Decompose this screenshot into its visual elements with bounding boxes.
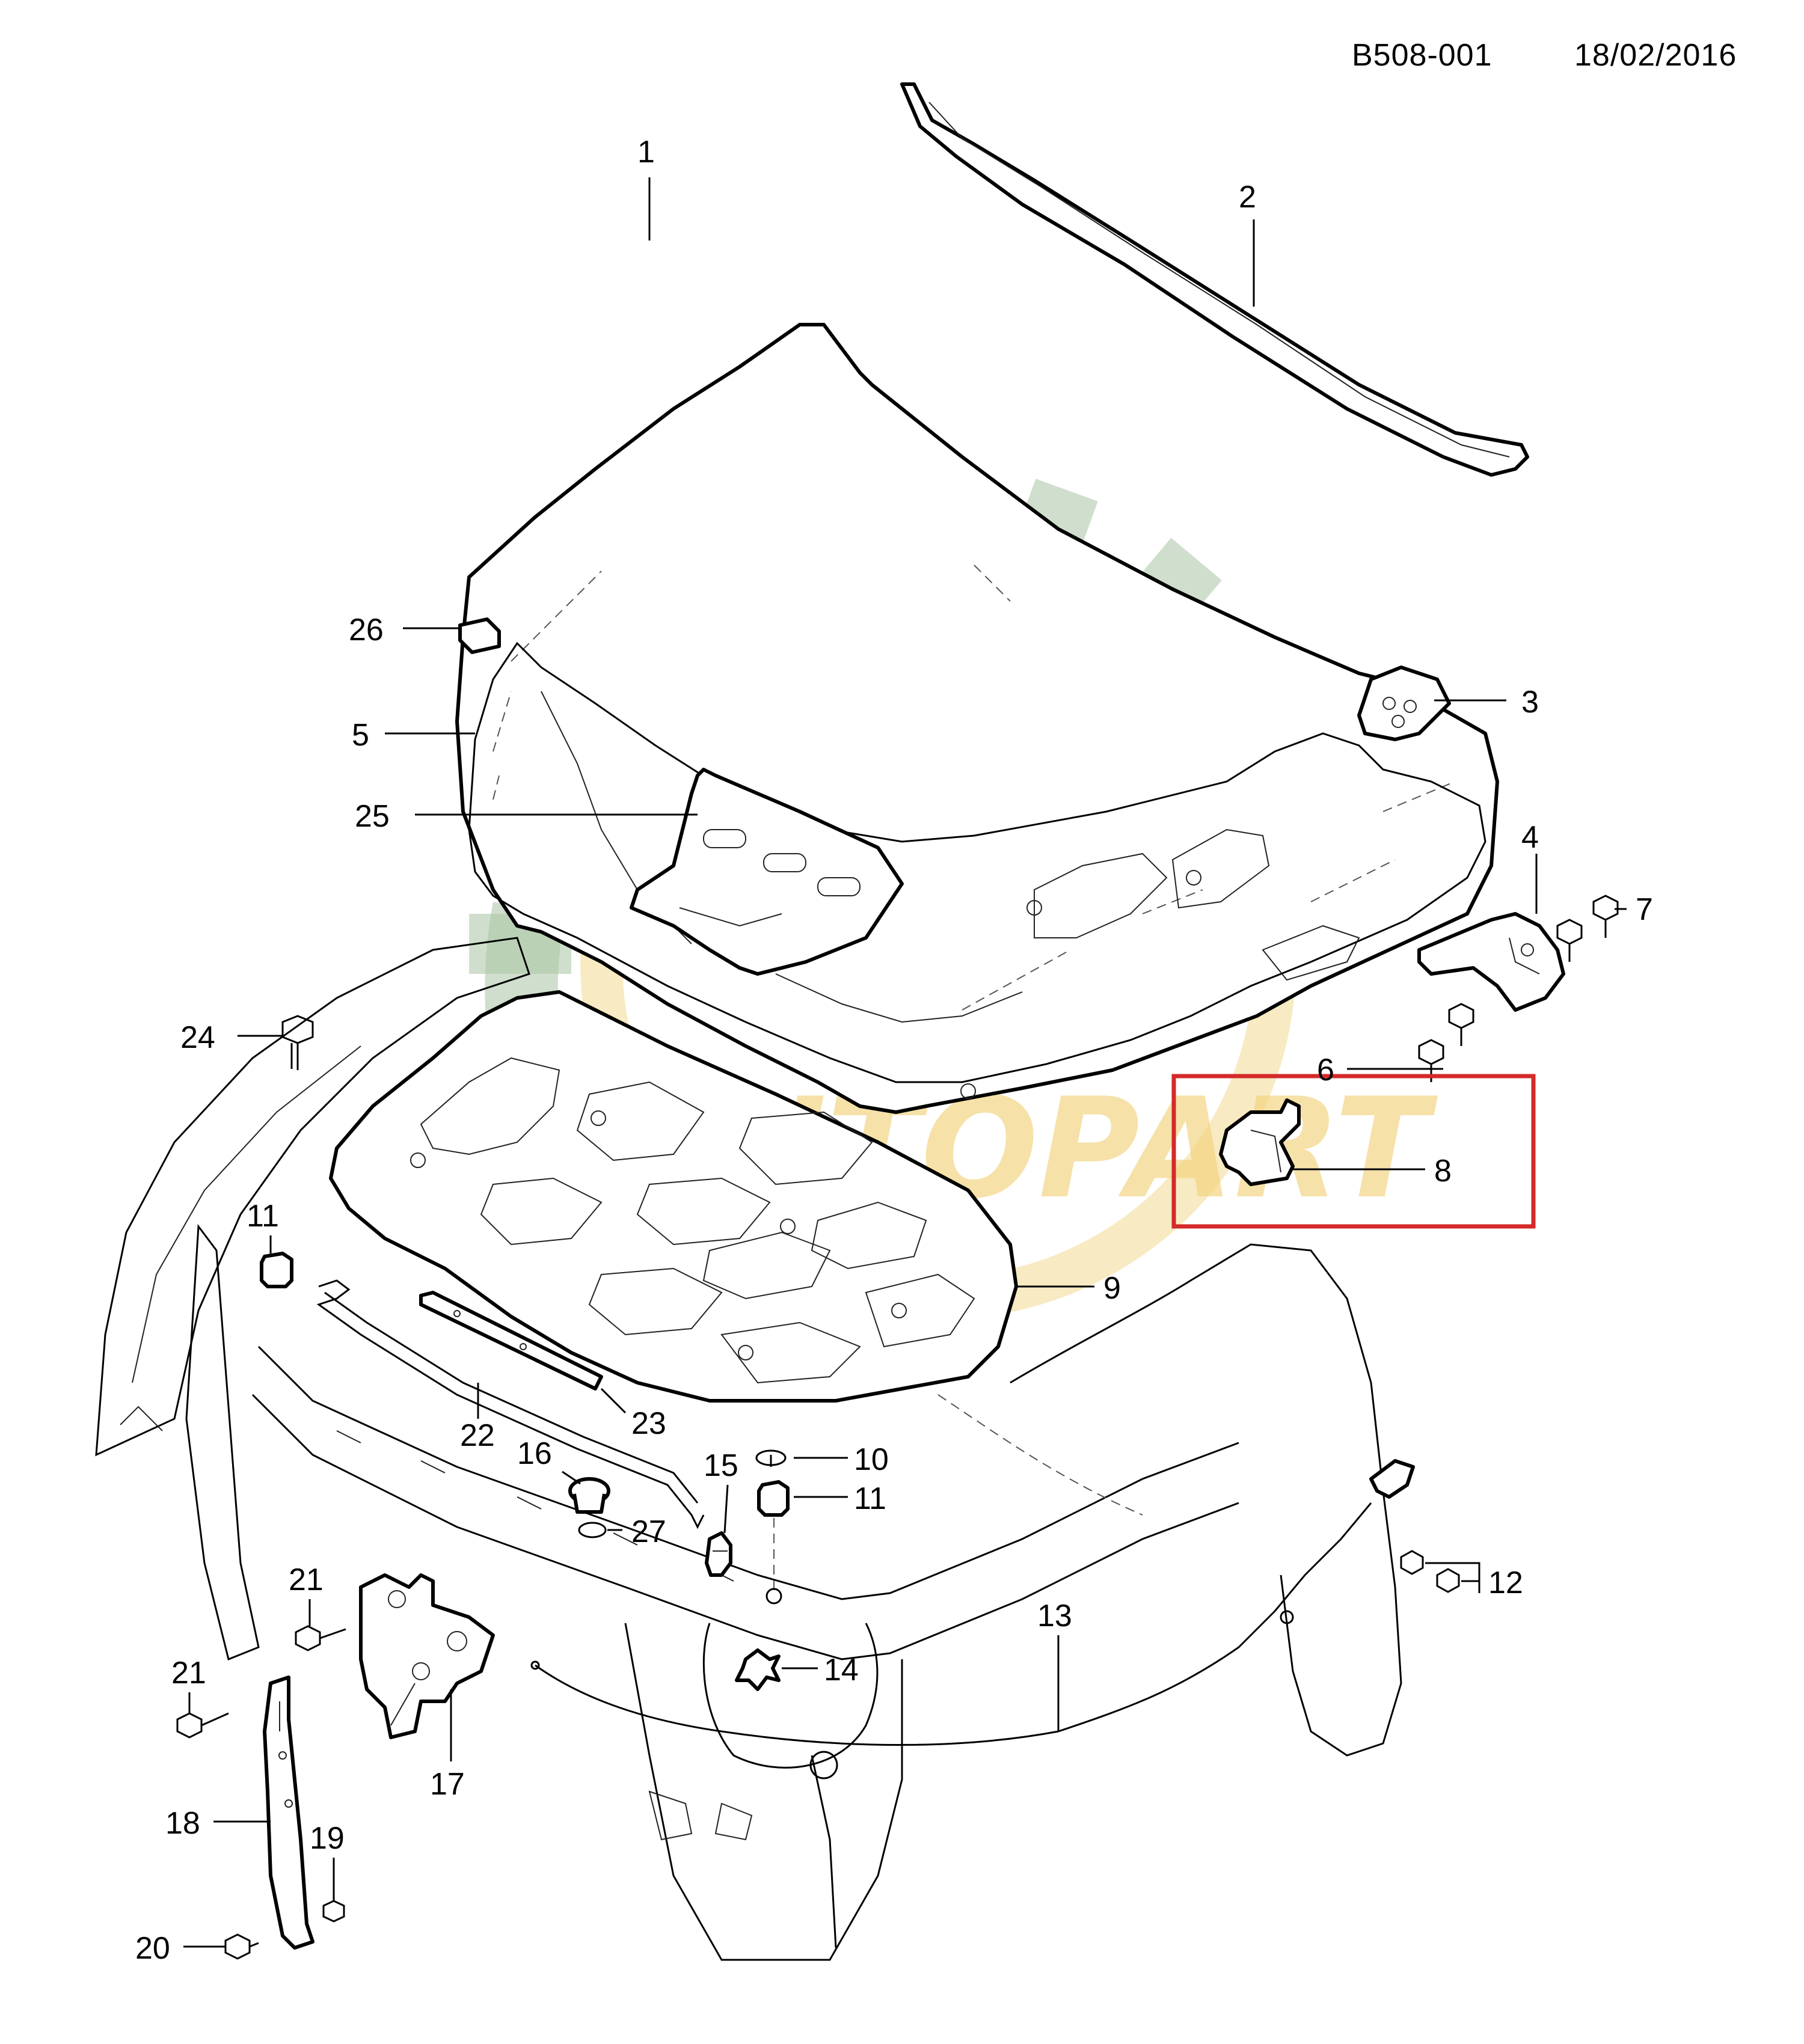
support-nut[interactable] — [322, 1900, 345, 1923]
rod-holder-strip[interactable] — [419, 1291, 603, 1391]
diagram-code: B508-001 — [1352, 38, 1493, 73]
release-handle-bolts[interactable] — [1369, 1459, 1460, 1593]
callout-12: 12 — [1488, 1565, 1523, 1600]
callout-22: 22 — [460, 1418, 495, 1453]
push-pin-clip[interactable] — [735, 1648, 781, 1691]
callout-10: 10 — [854, 1442, 889, 1477]
front-body-structure — [95, 937, 1402, 1961]
hood-hinge[interactable] — [1417, 912, 1565, 1012]
callout-21-lower: 21 — [171, 1656, 206, 1691]
hood-support-rod[interactable] — [316, 1279, 705, 1529]
hood-insulator-pad[interactable] — [329, 990, 1018, 1403]
callout-11-right: 11 — [854, 1481, 886, 1516]
prop-rod-grommet[interactable] — [568, 1477, 610, 1514]
support-rod-clip[interactable] — [705, 1531, 732, 1577]
callout-2: 2 — [1239, 180, 1256, 215]
callout-8: 8 — [1434, 1154, 1452, 1189]
hood-bumper-right[interactable] — [757, 1480, 790, 1605]
callout-15: 15 — [704, 1448, 738, 1483]
callout-3: 3 — [1521, 685, 1539, 720]
hood-reinforcement-bracket[interactable] — [630, 768, 904, 976]
callout-9: 9 — [1103, 1271, 1121, 1306]
latch-bolt-lower[interactable] — [176, 1712, 229, 1739]
hood-bolt[interactable] — [281, 1015, 314, 1070]
hinge-bolt-lower[interactable] — [1418, 1003, 1474, 1082]
callout-16: 16 — [517, 1436, 552, 1471]
latch-bolt-upper[interactable] — [295, 1625, 346, 1651]
hood-weatherstrip[interactable] — [900, 82, 1529, 477]
callout-27: 27 — [631, 1514, 666, 1549]
callout-11-left: 11 — [247, 1199, 279, 1234]
callout-leaders — [183, 177, 1627, 1948]
callout-13: 13 — [1037, 1599, 1072, 1633]
highlight-frame — [1171, 1074, 1536, 1229]
latch-support-bracket[interactable] — [263, 1675, 314, 1950]
callout-26: 26 — [349, 613, 384, 647]
callout-14: 14 — [824, 1653, 859, 1688]
callout-21-upper: 21 — [289, 1562, 324, 1597]
callout-6: 6 — [1317, 1053, 1334, 1088]
callout-7: 7 — [1636, 892, 1653, 927]
grommet-seat[interactable] — [578, 1522, 607, 1538]
hood-bumper-left[interactable] — [260, 1252, 293, 1288]
callout-4: 4 — [1521, 820, 1539, 855]
callout-24: 24 — [180, 1020, 215, 1055]
bumper-retainer[interactable] — [755, 1449, 787, 1467]
diagram-date: 18/02/2016 — [1574, 38, 1737, 73]
hood-seal-bracket[interactable] — [1357, 666, 1451, 741]
callout-5: 5 — [352, 718, 369, 753]
callout-17: 17 — [430, 1767, 465, 1802]
hinge-cover[interactable] — [1219, 1098, 1301, 1186]
hood-bumper-pad[interactable] — [458, 617, 501, 654]
hinge-bolt-upper[interactable] — [1556, 895, 1619, 962]
hood-release-cable[interactable] — [530, 1502, 1372, 1746]
callout-19: 19 — [310, 1821, 345, 1856]
callout-1: 1 — [637, 135, 655, 170]
support-bolt[interactable] — [224, 1933, 259, 1960]
hood-latch-assembly[interactable] — [359, 1573, 495, 1739]
callout-18: 18 — [165, 1806, 200, 1841]
callout-25: 25 — [355, 799, 390, 834]
callout-20: 20 — [135, 1931, 170, 1966]
callout-labels: 1 2 3 4 5 6 7 8 9 10 11 11 12 13 14 15 1… — [135, 135, 1653, 1966]
callout-23: 23 — [631, 1406, 666, 1441]
